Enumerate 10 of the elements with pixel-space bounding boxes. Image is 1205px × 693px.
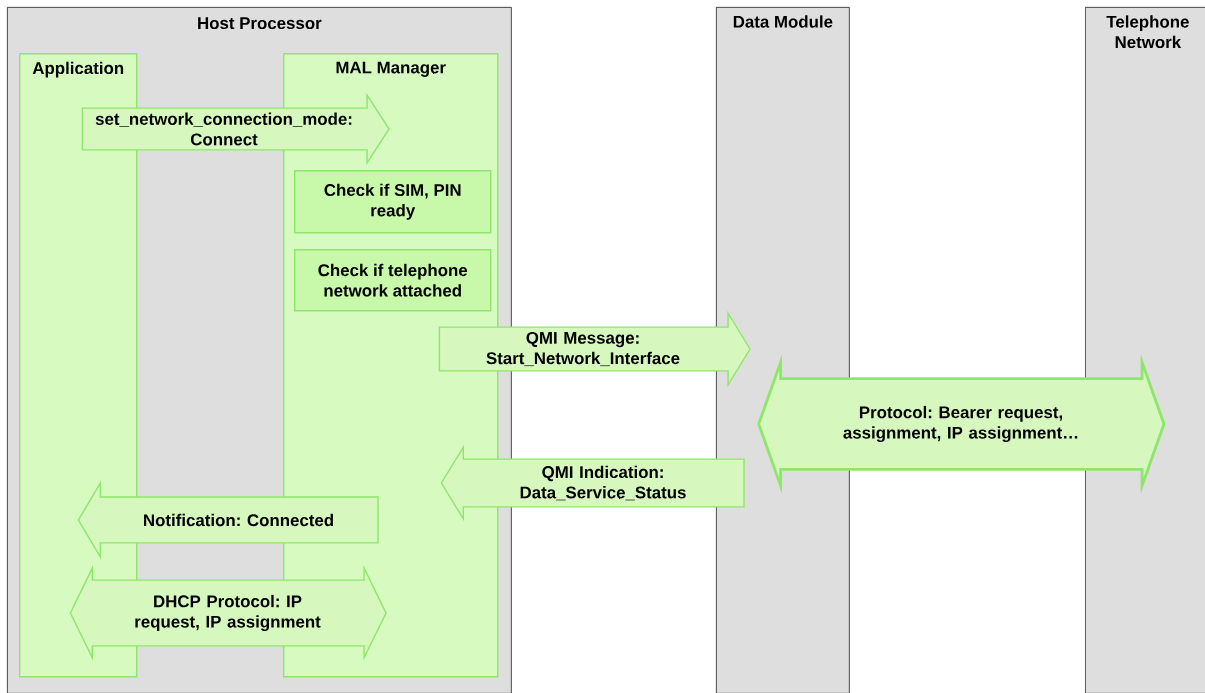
block-arrow (757, 354, 1166, 494)
swimlane: Telephone Network (1085, 7, 1205, 693)
block-arrow (69, 565, 387, 661)
block-arrow (81, 92, 390, 166)
process-box: Check if SIM, PIN ready (294, 170, 492, 234)
edge-label: QMI Indication: Data_Service_Status (520, 465, 686, 501)
block-arrow (438, 310, 751, 388)
block-arrow (440, 444, 745, 522)
block-arrow (77, 480, 379, 560)
process-box: Check if telephone network attached (294, 249, 492, 312)
